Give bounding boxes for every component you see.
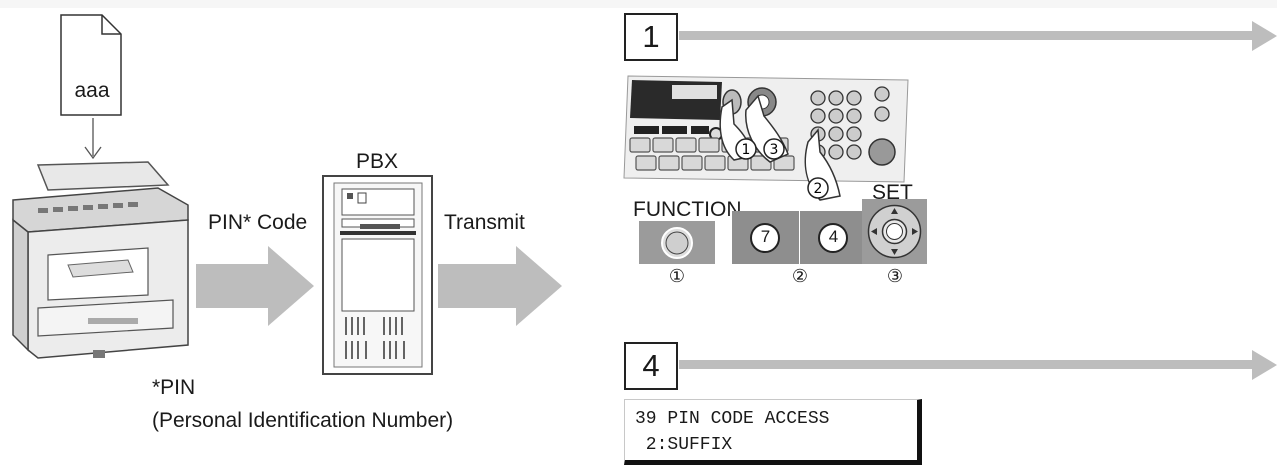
lcd-line-1: 39 PIN CODE ACCESS: [635, 409, 830, 429]
step-4-bar: [679, 360, 1259, 369]
transmit-label: Transmit: [444, 211, 525, 234]
order-mark-2: ②: [791, 266, 809, 286]
set-key-label: SET: [872, 181, 913, 204]
pbx-cabinet-icon: [322, 175, 433, 375]
down-arrow-icon: [84, 118, 102, 160]
key-7-icon: [750, 223, 780, 253]
pbx-label: PBX: [356, 150, 399, 173]
pin-footnote-title: *PIN: [152, 376, 196, 399]
order-mark-1: ①: [668, 266, 686, 286]
transmit-arrow-icon: [438, 246, 562, 326]
step-1-box: 1: [624, 13, 678, 61]
step-4-arrow-icon: [1252, 350, 1277, 380]
key-4[interactable]: 4: [800, 211, 867, 264]
order-mark-3: ③: [886, 266, 904, 286]
step-4-box: 4: [624, 342, 678, 390]
lcd-line-2: 2:SUFFIX: [635, 435, 733, 455]
svg-text:1: 1: [742, 142, 751, 158]
key-7[interactable]: 7: [732, 211, 799, 264]
control-panel-icon: 1 3 2: [623, 75, 909, 201]
top-band: [0, 0, 1277, 8]
svg-text:3: 3: [770, 142, 779, 158]
fax-machine-icon: [12, 161, 189, 359]
step-1-arrow-icon: [1252, 21, 1277, 51]
key-4-icon: [818, 223, 848, 253]
svg-text:2: 2: [814, 181, 823, 197]
nav-pad-icon: [867, 204, 922, 259]
key-7-label: 7: [760, 227, 771, 246]
set-key[interactable]: [862, 199, 927, 264]
document-text: aaa: [74, 79, 110, 102]
pin-footnote-description: (Personal Identification Number): [152, 409, 454, 432]
lcd-display: 39 PIN CODE ACCESS 2:SUFFIX: [624, 399, 922, 465]
function-key-label: FUNCTION: [633, 198, 742, 221]
pin-code-label: PIN* Code: [208, 211, 308, 234]
arrow-to-pbx-icon: [196, 246, 314, 326]
function-button-icon: [661, 227, 693, 259]
function-key[interactable]: [639, 221, 715, 264]
key-4-label: 4: [828, 227, 839, 246]
step-1-bar: [679, 31, 1259, 40]
document-icon: [60, 14, 122, 116]
